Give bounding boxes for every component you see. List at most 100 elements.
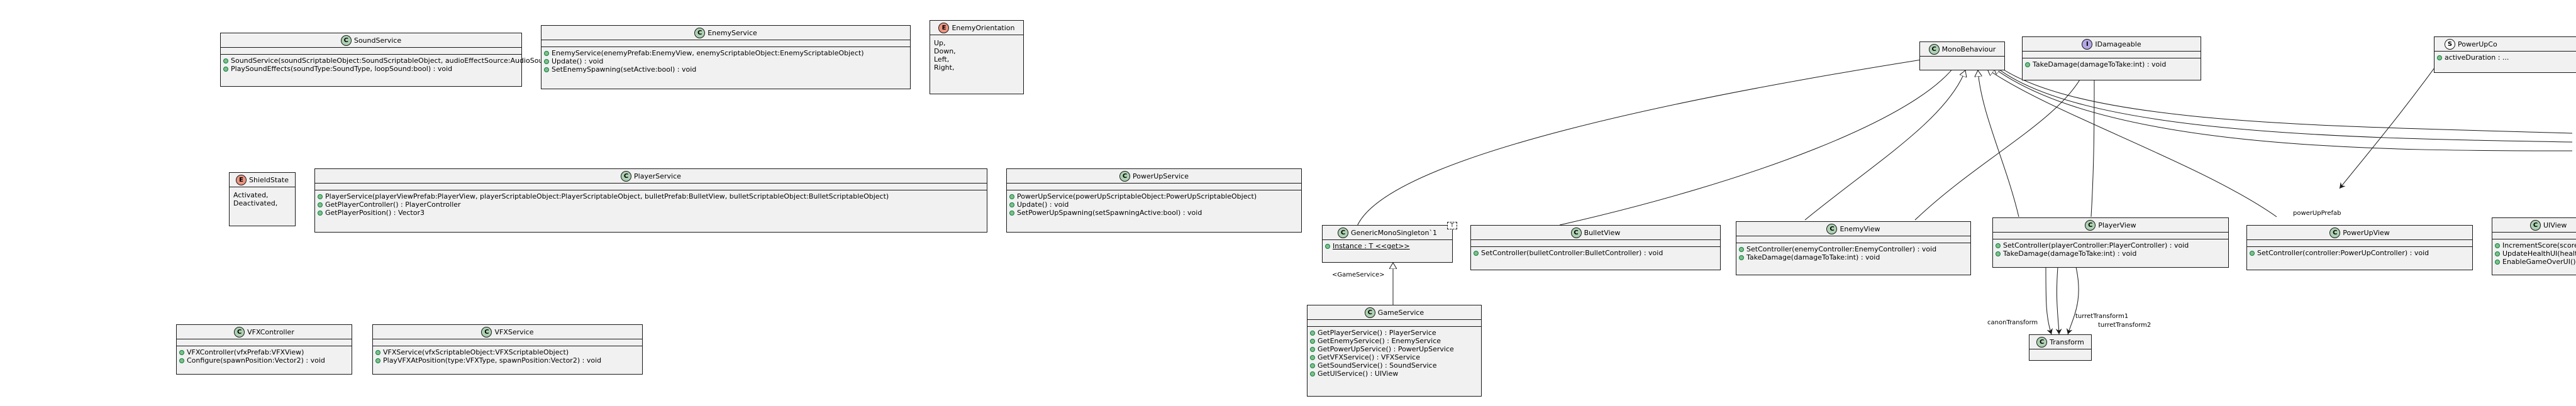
class-name: PlayerService bbox=[634, 172, 681, 180]
class-badge-icon: C bbox=[1826, 223, 1838, 234]
enum-value: Down, bbox=[934, 47, 956, 55]
public-method-icon bbox=[318, 194, 323, 199]
edge-uiview-monobehaviour bbox=[1994, 68, 2573, 151]
public-method-icon bbox=[179, 349, 184, 355]
method: TakeDamage(damageToTake:int) : void bbox=[1746, 253, 1880, 261]
public-method-icon bbox=[2495, 243, 2500, 248]
public-method-icon bbox=[2250, 250, 2255, 256]
edge-label-turrettransform2: turretTransform2 bbox=[2098, 322, 2151, 329]
method: Configure(spawnPosition:Vector2) : void bbox=[187, 356, 325, 365]
method: VFXService(vfxScriptableObject:VFXScript… bbox=[383, 348, 569, 356]
public-method-icon bbox=[1009, 202, 1014, 207]
fields-section bbox=[177, 339, 352, 346]
fields-section bbox=[1471, 240, 1720, 247]
class-name: VFXService bbox=[494, 327, 534, 336]
fields-section bbox=[2247, 240, 2472, 247]
edge-playerview-transform-3 bbox=[2066, 266, 2079, 335]
type-parameter: T bbox=[1447, 222, 1457, 229]
method: SetController(bulletController:BulletCon… bbox=[1481, 249, 1663, 257]
class-badge-icon: C bbox=[2036, 336, 2048, 348]
methods-section: TakeDamage(damageToTake:int) : void bbox=[2023, 58, 2201, 70]
method: UpdateHealthUI(healthToDispla... bbox=[2502, 250, 2576, 258]
class-badge-icon: C bbox=[1928, 43, 1940, 55]
method: TakeDamage(damageToTake:int) : void bbox=[2033, 60, 2167, 69]
edge-playerview-transform-1 bbox=[2045, 266, 2053, 335]
edge-offscreen-a bbox=[1993, 65, 2573, 143]
method: GetPlayerController() : PlayerController bbox=[325, 200, 461, 209]
public-method-icon bbox=[2495, 251, 2500, 256]
fields-section bbox=[2023, 52, 2201, 58]
method: GetUIService() : UIView bbox=[1318, 370, 1399, 378]
public-method-icon bbox=[544, 50, 549, 56]
class-name: GenericMonoSingleton`1 bbox=[1351, 228, 1437, 237]
interface-name: IDamageable bbox=[2095, 40, 2141, 48]
public-method-icon bbox=[1310, 346, 1315, 352]
public-method-icon bbox=[318, 202, 323, 207]
method: GetPowerUpService() : PowerUpService bbox=[1318, 345, 1454, 353]
fields-section bbox=[2492, 233, 2576, 239]
method: Update() : void bbox=[552, 57, 604, 65]
method: SetController(controller:PowerUpControll… bbox=[2257, 249, 2429, 257]
methods-section: SetController(enemyController:EnemyContr… bbox=[1736, 243, 1970, 263]
public-field-icon bbox=[1325, 243, 1330, 249]
method: SetController(enemyController:EnemyContr… bbox=[1746, 245, 1937, 253]
class-badge-icon: C bbox=[234, 326, 245, 337]
field: activeDuration : ... bbox=[2445, 53, 2509, 62]
public-method-icon bbox=[1310, 338, 1315, 344]
public-method-icon bbox=[223, 66, 228, 72]
enum-name: EnemyOrientation bbox=[952, 23, 1015, 32]
edge-genericmono-monobehaviour bbox=[1355, 55, 1950, 232]
enum-value: Deactivated, bbox=[233, 199, 278, 207]
edge-playerview-transform-2 bbox=[2055, 266, 2062, 335]
public-method-icon bbox=[2495, 259, 2500, 265]
fields-section: Instance : T <<get>> bbox=[1323, 240, 1452, 252]
edge-offscreen-b bbox=[1993, 62, 2573, 134]
class-name: Transform bbox=[2050, 337, 2084, 346]
enum-values: Activated, Deactivated, bbox=[230, 187, 295, 209]
public-method-icon bbox=[1310, 354, 1315, 360]
public-method-icon bbox=[1310, 371, 1315, 376]
class-badge-icon: C bbox=[1364, 307, 1375, 318]
class-name: BulletView bbox=[1584, 228, 1621, 237]
methods-section: SetController(playerController:PlayerCon… bbox=[1993, 239, 2228, 260]
methods-section: PlayerService(playerViewPrefab:PlayerVie… bbox=[315, 190, 987, 219]
enum-value: Left, bbox=[934, 55, 950, 63]
methods-section: SetController(controller:PowerUpControll… bbox=[2247, 247, 2472, 259]
public-method-icon bbox=[1739, 255, 1744, 260]
fields-section bbox=[1993, 233, 2228, 239]
enum-badge-icon: E bbox=[236, 174, 247, 185]
class-name: PowerUpCo bbox=[2458, 40, 2497, 48]
method: PlaySoundEffects(soundType:SoundType, lo… bbox=[231, 65, 453, 73]
method: TakeDamage(damageToTake:int) : void bbox=[2003, 250, 2137, 258]
methods-section: PowerUpService(powerUpScriptableObject:P… bbox=[1007, 190, 1301, 219]
edge-powerupview-monobehaviour bbox=[1987, 69, 2277, 217]
class-badge-icon: C bbox=[1119, 170, 1131, 182]
class-name: EnemyView bbox=[1840, 224, 1880, 233]
method: SetEnemySpawning(setActive:bool) : void bbox=[552, 65, 697, 74]
methods-section: VFXController(vfxPrefab:VFXView) Configu… bbox=[177, 346, 352, 366]
public-method-icon bbox=[2025, 62, 2030, 67]
public-method-icon bbox=[1310, 363, 1315, 368]
edge-powerupco-powerupview bbox=[2339, 42, 2453, 189]
method: EnemyService(enemyPrefab:EnemyView, enem… bbox=[552, 49, 864, 57]
class-badge-icon: C bbox=[481, 326, 492, 337]
enum-value: Activated, bbox=[233, 191, 269, 199]
class-name: UIView bbox=[2543, 221, 2567, 229]
methods-section: EnemyService(enemyPrefab:EnemyView, enem… bbox=[541, 47, 910, 75]
class-badge-icon: C bbox=[2329, 227, 2341, 238]
class-badge-icon: C bbox=[2530, 219, 2541, 231]
method: VFXController(vfxPrefab:VFXView) bbox=[187, 348, 304, 356]
